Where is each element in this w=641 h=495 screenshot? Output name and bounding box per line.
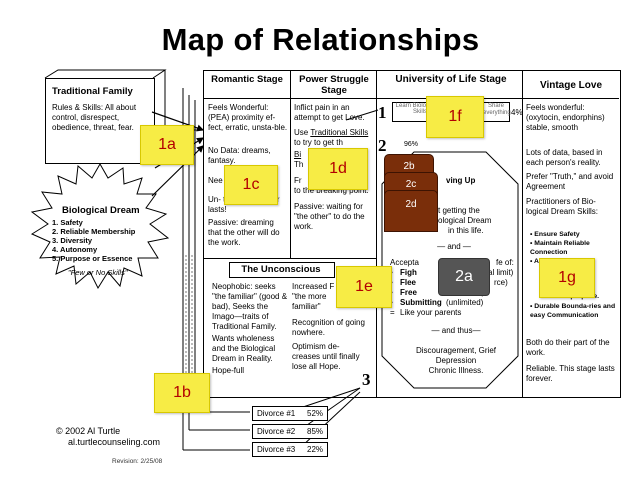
pct-4: 4% bbox=[511, 108, 523, 117]
power-text-3: Bi bbox=[294, 150, 302, 159]
list-item: •Submitting (unlimited) bbox=[390, 298, 484, 307]
chronic-illness-text: Chronic Illness. bbox=[428, 366, 484, 375]
vintage-bullet-boundaries: • Durable Bounda-ries and easy Communica… bbox=[530, 303, 616, 319]
sticky-1g: 1g bbox=[539, 258, 595, 298]
this-life-text: in this life. bbox=[448, 226, 484, 235]
sticky-1b: 1b bbox=[154, 373, 210, 413]
and-divider-1: — and — bbox=[437, 242, 471, 251]
power-text-8: Passive: waiting for "the other" to do t… bbox=[294, 202, 365, 231]
vintage-text-5: Both do their part of the work. bbox=[526, 338, 610, 357]
depression-text: Depression bbox=[435, 356, 477, 365]
sticky-1d: 1d bbox=[308, 148, 368, 190]
page-title: Map of Relationships bbox=[161, 22, 480, 57]
unconscious-text-2: Wants wholeness and the Biological Dream… bbox=[212, 334, 276, 363]
unconscious-col2-3: Optimism de-creases until finally lose a… bbox=[292, 342, 360, 371]
university-number-3: 3 bbox=[362, 370, 371, 389]
not-getting-text: t getting the bbox=[438, 206, 480, 215]
biological-dream-heading: Biological Dream bbox=[62, 205, 140, 216]
bio-dream-item: 3. Diversity bbox=[52, 236, 93, 245]
vintage-text-4: Practitioners of Bio-logical Dream Skill… bbox=[526, 197, 599, 216]
bio-dream-item: 2. Reliable Membership bbox=[52, 227, 136, 236]
fe-of-text: fe of: bbox=[496, 258, 514, 267]
divorce-2-box: Divorce #2 85% bbox=[252, 424, 328, 439]
divorce-3-box: Divorce #3 22% bbox=[252, 442, 328, 457]
power-text-2: Use Traditional Skills to try to get th bbox=[294, 128, 369, 147]
vintage-text-2: Lots of data, based in each person's rea… bbox=[526, 148, 603, 167]
acceptance-text: Accepta bbox=[390, 258, 419, 267]
romantic-text-3: Nee bbox=[208, 176, 223, 185]
header-university: University of Life Stage bbox=[395, 74, 507, 85]
bio-dream-item: 1. Safety bbox=[52, 218, 83, 227]
vintage-text-3: Prefer "Truth," and avoid Agreement bbox=[526, 172, 614, 191]
unconscious-col2-1b: "the more familiar" bbox=[292, 292, 327, 311]
bio-dream-item: 5. Purpose or Essence bbox=[52, 254, 133, 263]
copyright: © 2002 Al Turtle bbox=[56, 426, 121, 436]
stages-table bbox=[203, 70, 621, 398]
biological-dream-starburst bbox=[30, 162, 170, 290]
romantic-text-5: Passive: dreaming that the other will do… bbox=[208, 218, 280, 247]
header-vintage: Vintage Love bbox=[539, 80, 603, 91]
power-text-4: Th bbox=[294, 160, 304, 169]
list-item: =Like your parents bbox=[390, 308, 462, 317]
bio-dream-text: ological Dream bbox=[438, 216, 492, 225]
website: al.turtlecounseling.com bbox=[68, 437, 161, 447]
bio-dream-item: 4. Autonomy bbox=[52, 245, 98, 254]
header-power-struggle: Power Struggle Stage bbox=[299, 74, 369, 96]
sticky-1c: 1c bbox=[224, 165, 278, 205]
traditional-family-body: Rules & Skills: All about control, disre… bbox=[52, 103, 137, 132]
power-text-1: Inflict pain in an attempt to get Love. bbox=[294, 103, 365, 122]
biological-dream-list: 1. Safety 2. Reliable Membership 3. Dive… bbox=[52, 218, 135, 263]
discouragement-text: Discouragement, Grief bbox=[415, 346, 497, 355]
unconscious-text-1: Neophobic: seeks "the familiar" (good & … bbox=[212, 282, 288, 331]
sticky-1f: 1f bbox=[426, 96, 484, 138]
unconscious-header-box bbox=[229, 262, 335, 278]
note-2d: 2d bbox=[384, 190, 438, 232]
biological-dream-footer: "Few or No Skills" bbox=[68, 268, 128, 277]
share-everything-box: Share everything bbox=[482, 102, 511, 122]
and-divider-2: — and thus— bbox=[431, 326, 481, 335]
traditional-family-heading: Traditional Family bbox=[52, 86, 133, 97]
divorce-1-box: Divorce #1 52% bbox=[252, 406, 328, 421]
university-number-1: 1 bbox=[378, 103, 387, 122]
romantic-text-1: Feels Wonderful: (PEA) proximity ef-fect… bbox=[208, 103, 288, 132]
power-text-6: Fr bbox=[294, 176, 302, 185]
vintage-text-1: Feels wonderful: (oxytocin, endorphins) … bbox=[526, 103, 605, 132]
power-text-7: to the breaking point. bbox=[294, 186, 369, 195]
note-2a: 2a bbox=[438, 258, 490, 296]
university-number-2: 2 bbox=[378, 136, 387, 155]
vintage-bullet: • Maintain Reliable Connection bbox=[530, 240, 590, 256]
unconscious-col2-1: Increased F bbox=[292, 282, 335, 291]
sticky-1e: 1e bbox=[336, 266, 392, 308]
traditional-family-box: Traditional Family Rules & Skills: All a… bbox=[45, 78, 155, 164]
unconscious-col2-2: Recognition of going nowhere. bbox=[292, 318, 365, 337]
unconscious-text-3: Hope-full bbox=[212, 366, 245, 375]
giving-up-text: ving Up bbox=[446, 176, 476, 185]
vintage-text-6: Reliable. This stage lasts forever. bbox=[526, 364, 615, 383]
pct-96: 96% bbox=[404, 141, 419, 148]
sticky-1a: 1a bbox=[140, 125, 194, 165]
romantic-text-2: No Data: dreams, fantasy. bbox=[208, 146, 271, 165]
header-romantic: Romantic Stage bbox=[211, 74, 283, 85]
revision: Revision: 2/25/08 bbox=[112, 458, 163, 465]
unconscious-header: The Unconscious bbox=[241, 264, 321, 275]
vintage-bullet: • Ensure Safety bbox=[530, 231, 580, 238]
